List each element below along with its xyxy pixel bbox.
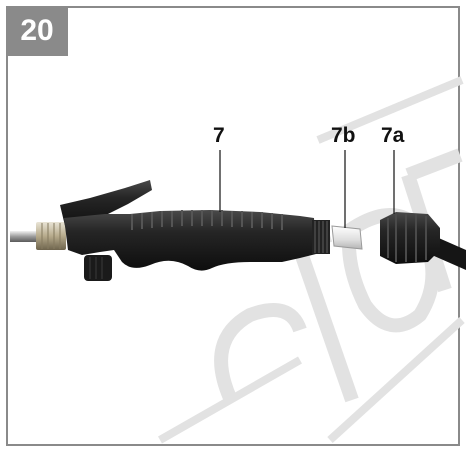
callout-7: 7 [213,124,225,147]
seal-ring [331,225,363,250]
handle-grip-ribs [131,210,283,230]
callout-7b: 7b [331,124,356,147]
figure-number-badge: 20 [6,6,68,56]
callout-7a: 7a [381,124,405,147]
lock-knob [84,255,112,281]
nozzle-rod [10,231,40,242]
handle-thread [312,220,330,254]
nozzle-fitting [36,222,66,250]
